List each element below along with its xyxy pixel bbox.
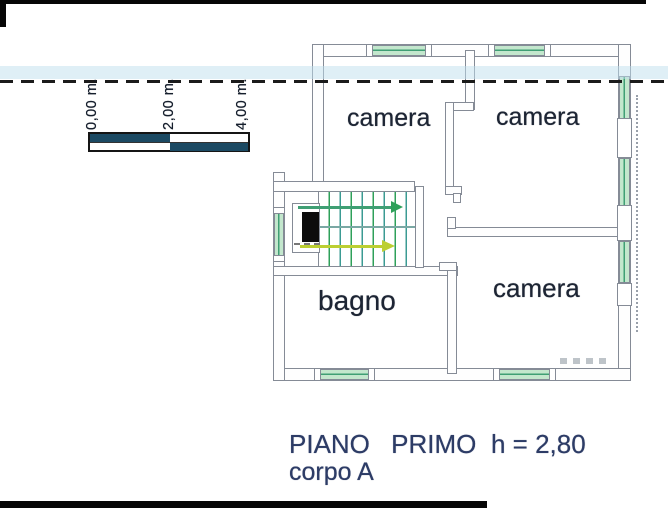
wall-stairwell-top xyxy=(273,181,415,192)
window-mullion xyxy=(617,205,632,241)
window-right-upper-b xyxy=(619,158,630,207)
building-body-label: corpo A xyxy=(289,458,374,486)
window-cap xyxy=(549,368,556,381)
room-label-camera-1: camera xyxy=(347,104,431,132)
section-cut-band xyxy=(0,66,668,79)
stair-up-arrow-icon xyxy=(391,201,403,213)
wall-partition-bedrooms-lower xyxy=(445,102,454,192)
section-cut-dashed-line xyxy=(0,80,668,83)
room-label-camera-3: camera xyxy=(493,273,580,303)
window-cap xyxy=(314,368,321,381)
wall-exterior-left-lower xyxy=(273,172,285,381)
scan-smudge xyxy=(560,358,606,364)
floor-height-note: h = 2,80 xyxy=(491,429,586,459)
scale-bar-segment-dark xyxy=(90,134,170,143)
wall-partition-middle xyxy=(447,227,620,237)
window-stairwell-left xyxy=(274,213,284,257)
window-cap xyxy=(493,368,500,381)
scan-edge-artifact-corner xyxy=(0,0,6,27)
wall-partition-bagno-hook xyxy=(439,262,457,271)
scan-edge-artifact-top xyxy=(0,0,646,4)
window-right-lower xyxy=(619,241,630,283)
wall-stairwell-right xyxy=(415,186,424,268)
staircase-mid-landing-line xyxy=(318,226,415,228)
stair-up-arrow-line xyxy=(298,206,393,209)
scale-label-4m: 4,00 m. xyxy=(234,78,250,130)
scale-label-2m: 2,00 m. xyxy=(161,78,177,130)
scan-edge-artifact-bottom xyxy=(0,501,487,508)
staircase-treads xyxy=(318,188,417,268)
room-label-bagno: bagno xyxy=(318,285,396,316)
scale-label-0m: 0,00 m. xyxy=(84,78,100,130)
window-cap xyxy=(273,255,285,262)
window-cap xyxy=(544,44,551,57)
window-top-left xyxy=(370,45,428,56)
wall-partition-bedrooms-stub xyxy=(453,193,461,203)
dotted-reference-line xyxy=(636,95,638,332)
window-bottom-camera xyxy=(497,369,553,380)
scale-bar-midline xyxy=(90,142,248,143)
floor-title: PIANO PRIMO xyxy=(289,429,477,459)
window-cap xyxy=(273,207,285,214)
stair-hidden-edge-dashes xyxy=(294,243,320,245)
scale-bar-segment-dark xyxy=(170,142,248,151)
window-cap xyxy=(368,368,375,381)
window-cap xyxy=(425,44,432,57)
wall-partition-middle-tab xyxy=(447,217,456,229)
window-cap xyxy=(617,283,632,306)
wall-stairwell-bottom xyxy=(273,266,458,276)
window-top-right xyxy=(492,45,548,56)
window-bottom-bagno xyxy=(318,369,372,380)
window-cap xyxy=(488,44,495,57)
scale-bar xyxy=(88,132,250,152)
room-label-camera-2: camera xyxy=(496,103,580,131)
stair-down-arrow-line xyxy=(300,245,384,248)
stair-down-arrow-icon xyxy=(382,240,395,252)
wall-partition-bagno xyxy=(447,262,457,374)
stair-solid-newel-block xyxy=(302,212,319,242)
window-cap xyxy=(366,44,373,57)
window-mullion xyxy=(617,118,632,158)
